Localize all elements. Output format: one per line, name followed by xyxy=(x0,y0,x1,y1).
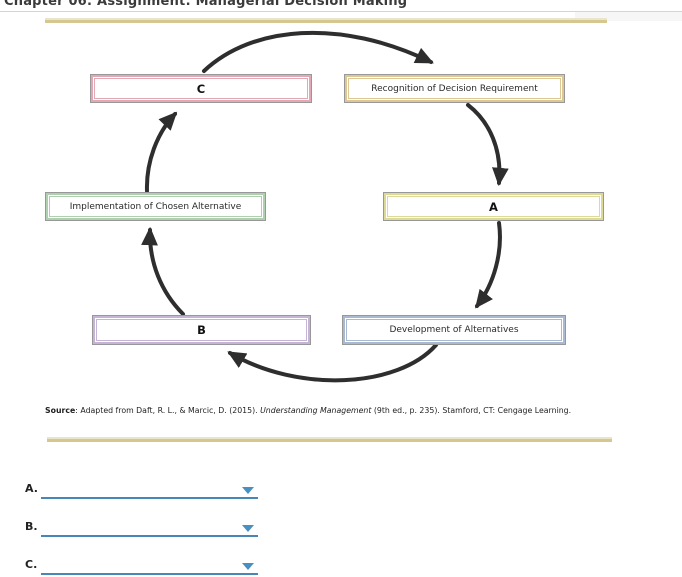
page-title: Chapter 06: Assignment: Managerial Decis… xyxy=(4,0,408,9)
bottom-divider xyxy=(47,437,612,442)
arrow-recognition-to-a xyxy=(466,103,509,187)
answer-c-caret-icon[interactable] xyxy=(242,563,254,570)
diagram-box-c-label: C xyxy=(94,78,308,99)
page-header: Chapter 06: Assignment: Managerial Decis… xyxy=(0,0,682,12)
diagram-box-development: Development of Alternatives xyxy=(342,315,566,345)
arrow-b-to-implementation xyxy=(141,226,185,316)
diagram-box-recognition-label: Recognition of Decision Requirement xyxy=(348,78,561,99)
answer-row-b: B. xyxy=(25,519,258,537)
diagram-box-development-label: Development of Alternatives xyxy=(346,319,562,341)
cycle-arrows xyxy=(141,30,509,383)
arrow-c-to-recognition xyxy=(202,30,434,73)
diagram-box-implementation-label: Implementation of Chosen Alternative xyxy=(49,196,262,217)
arrow-a-to-development xyxy=(475,221,502,309)
diagram-box-b-label: B xyxy=(96,319,307,341)
answer-b-dropdown[interactable] xyxy=(41,519,258,537)
source-citation: Source: Adapted from Daft, R. L., & Marc… xyxy=(45,406,645,415)
source-label: Source xyxy=(45,406,76,415)
answer-a-dropdown[interactable] xyxy=(41,481,258,499)
source-book-title: Understanding Management xyxy=(260,406,372,415)
header-right-strip xyxy=(575,12,682,21)
answer-row-c: C. xyxy=(25,557,258,575)
answer-a-label: A. xyxy=(25,482,38,495)
source-text-pre: : Adapted from Daft, R. L., & Marcic, D.… xyxy=(75,406,261,415)
diagram-box-a-label: A xyxy=(387,196,600,217)
diagram-box-b: B xyxy=(92,315,311,345)
top-divider xyxy=(45,18,607,23)
diagram-box-implementation: Implementation of Chosen Alternative xyxy=(45,192,266,221)
answer-c-label: C. xyxy=(25,558,38,571)
diagram-box-a: A xyxy=(383,192,604,221)
answer-row-a: A. xyxy=(25,481,258,499)
diagram-box-c: C xyxy=(90,74,312,103)
arrow-implementation-to-c xyxy=(144,111,178,193)
answer-b-caret-icon[interactable] xyxy=(242,525,254,532)
answer-c-dropdown[interactable] xyxy=(41,557,258,575)
diagram-box-recognition: Recognition of Decision Requirement xyxy=(344,74,565,103)
source-text-post: (9th ed., p. 235). Stamford, CT: Cengage… xyxy=(371,406,572,415)
answer-a-caret-icon[interactable] xyxy=(242,487,254,494)
arrow-development-to-b xyxy=(227,343,438,383)
answer-b-label: B. xyxy=(25,520,38,533)
